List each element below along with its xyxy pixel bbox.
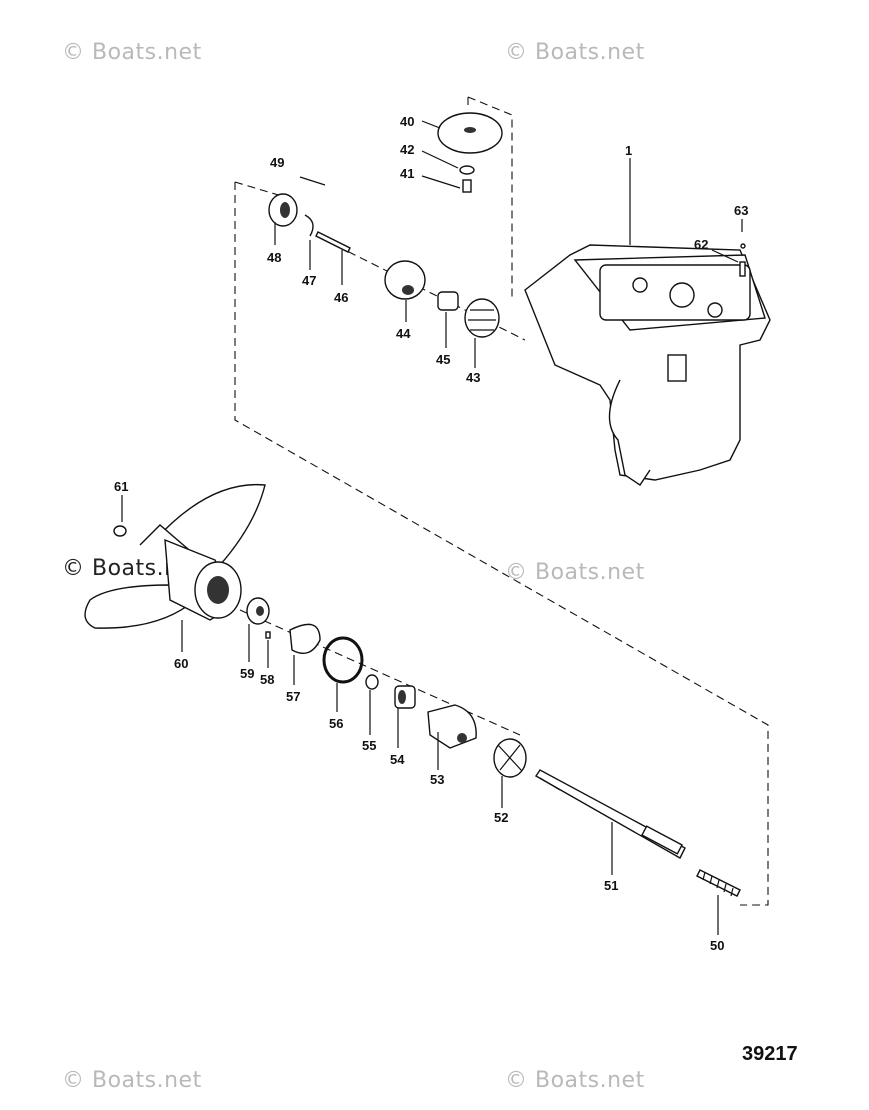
spring-50 — [696, 869, 741, 897]
cover-40 — [437, 112, 503, 154]
nut-48 — [268, 193, 298, 227]
part-label-59: 59 — [240, 666, 254, 681]
o-ring-56 — [322, 636, 364, 684]
part-label-56: 56 — [329, 716, 343, 731]
part-label-48: 48 — [267, 250, 281, 265]
part-label-1: 1 — [625, 143, 632, 158]
screw-41 — [462, 179, 472, 193]
part-label-58: 58 — [260, 672, 274, 687]
part-label-46: 46 — [334, 290, 348, 305]
watermark: © Boats.net — [62, 40, 202, 65]
propeller-shaft-51 — [535, 769, 686, 859]
leader-lines — [121, 120, 743, 935]
watermark: © Boats.net — [505, 560, 645, 585]
part-label-45: 45 — [436, 352, 450, 367]
part-label-43: 43 — [466, 370, 480, 385]
part-label-55: 55 — [362, 738, 376, 753]
bushing-45 — [437, 291, 459, 311]
pin-46 — [315, 231, 351, 253]
part-label-57: 57 — [286, 689, 300, 704]
bolt-62 — [739, 261, 746, 277]
spacer-59 — [246, 597, 270, 625]
watermark: © Boats.net — [505, 40, 645, 65]
washer-55 — [365, 674, 379, 690]
part-label-63: 63 — [734, 203, 748, 218]
part-label-42: 42 — [400, 142, 414, 157]
bearing-carrier-53 — [427, 704, 477, 749]
part-label-44: 44 — [396, 326, 411, 341]
part-label-50: 50 — [710, 938, 724, 953]
watermark: © Boats.net — [505, 1068, 645, 1093]
thrust-hub-57 — [289, 623, 321, 654]
gear-52 — [493, 738, 527, 778]
figure-number: 39217 — [742, 1043, 798, 1065]
part-label-40: 40 — [400, 114, 414, 129]
part-label-54: 54 — [390, 752, 405, 767]
bearing-54 — [394, 685, 416, 709]
nut-61 — [113, 525, 127, 537]
part-label-51: 51 — [604, 878, 618, 893]
part-label-53: 53 — [430, 772, 444, 787]
part-label-62: 62 — [694, 237, 708, 252]
clip-47 — [304, 214, 314, 237]
gear-43 — [464, 298, 500, 338]
part-label-49: 49 — [270, 155, 284, 170]
washer-63 — [740, 243, 746, 249]
washer-42 — [459, 165, 475, 175]
part-label-60: 60 — [174, 656, 188, 671]
part-label-61: 61 — [114, 479, 128, 494]
propeller-60 — [84, 483, 266, 629]
part-label-52: 52 — [494, 810, 508, 825]
watermark: © Boats.net — [62, 1068, 202, 1093]
part-label-47: 47 — [302, 273, 316, 288]
gear-44 — [384, 260, 426, 300]
part-label-41: 41 — [400, 166, 414, 181]
pin-58 — [265, 631, 271, 639]
gearcase-housing — [524, 244, 771, 486]
